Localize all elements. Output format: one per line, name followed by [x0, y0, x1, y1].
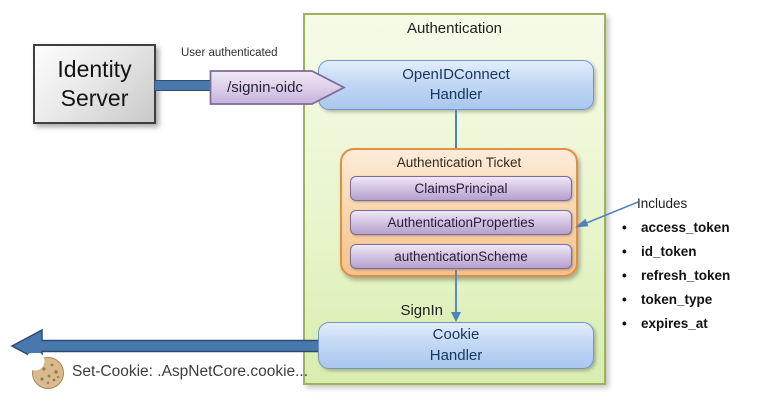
authentication-ticket-title: Authentication Ticket: [396, 155, 522, 170]
identity-server-box: Identity Server: [33, 44, 156, 124]
includes-list: access_token id_token refresh_token toke…: [622, 216, 730, 336]
signin-label: SignIn: [400, 302, 443, 319]
authentication-scheme-box: authenticationScheme: [350, 244, 572, 269]
openid-to-ticket-connector: [455, 110, 457, 148]
cookie-handler-box: Cookie Handler: [318, 322, 594, 369]
includes-title: Includes: [637, 196, 688, 211]
includes-item-expires-at: expires_at: [622, 312, 730, 336]
signin-route-arrow-icon: [209, 69, 347, 106]
set-cookie-label: Set-Cookie: .AspNetCore.cookie...: [72, 363, 309, 380]
signin-route-label: /signin-oidc: [227, 78, 303, 96]
authentication-container-title: Authentication: [406, 20, 503, 37]
openid-connect-handler-box: OpenIDConnect Handler: [318, 60, 594, 110]
includes-item-access-token: access_token: [622, 216, 730, 240]
includes-item-id-token: id_token: [622, 240, 730, 264]
user-authenticated-label: User authenticated: [181, 47, 278, 59]
cookie-icon: [28, 353, 66, 391]
includes-item-refresh-token: refresh_token: [622, 264, 730, 288]
includes-pointer-arrow-icon: [566, 194, 642, 236]
authentication-properties-box: AuthenticationProperties: [350, 210, 572, 235]
claims-principal-box: ClaimsPrincipal: [350, 176, 572, 201]
authentication-ticket-box: Authentication Ticket ClaimsPrincipal Au…: [340, 148, 578, 277]
includes-item-token-type: token_type: [622, 288, 730, 312]
signin-arrow-icon: [449, 270, 463, 323]
